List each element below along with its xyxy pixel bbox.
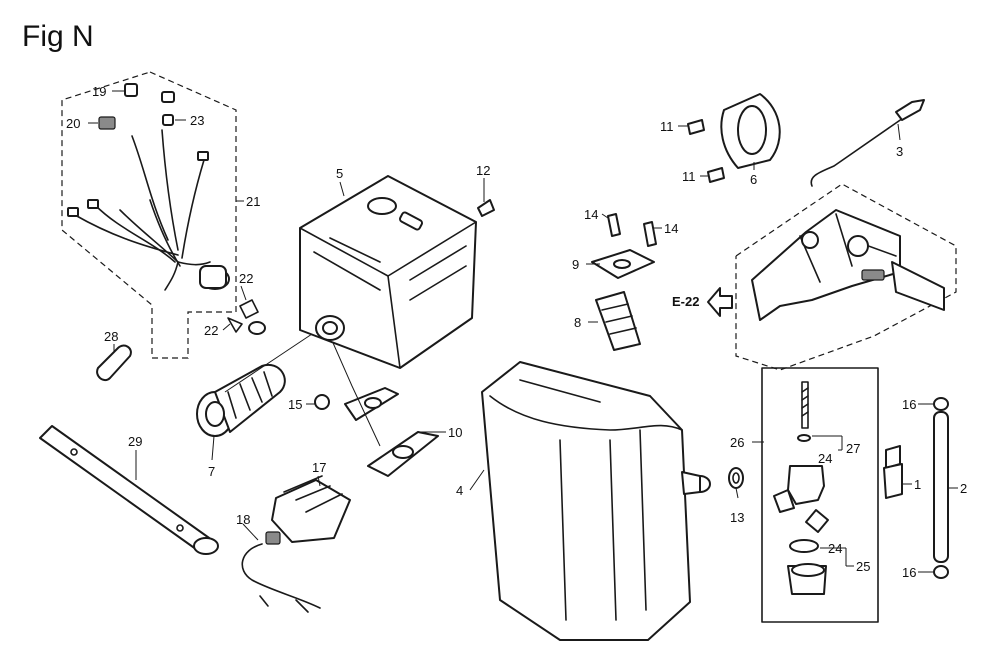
screw-14b [643, 221, 657, 247]
callout-23: 23 [190, 113, 204, 128]
callout-24-a: 24 [818, 451, 832, 466]
callout-27: 27 [846, 441, 860, 456]
rectifier [265, 475, 351, 545]
callout-16-a: 16 [902, 397, 916, 412]
clip-16b [933, 565, 949, 579]
leader-lines [88, 90, 958, 573]
e22-group-outline [735, 183, 957, 371]
callout-25: 25 [856, 559, 870, 574]
harness-group-outline [61, 71, 237, 359]
callout-11-a: 11 [660, 119, 674, 134]
callout-1: 1 [914, 477, 921, 492]
fuel-tank-upper [299, 175, 477, 369]
callout-2: 2 [960, 481, 967, 496]
figure-title: Fig N [22, 20, 94, 53]
callout-7: 7 [208, 464, 215, 479]
cap-6 [720, 93, 781, 169]
callout-18: 18 [236, 512, 250, 527]
fuel-valve-group-outline [761, 367, 879, 623]
callout-29: 29 [128, 434, 142, 449]
screw-11a [687, 119, 705, 135]
bolt-28 [96, 344, 132, 382]
washer-13-hole [732, 472, 740, 484]
clip-16a [933, 397, 949, 411]
cable-18 [241, 543, 321, 613]
callout-11-b: 11 [682, 169, 696, 184]
callout-8: 8 [574, 315, 581, 330]
nut-15 [314, 394, 330, 410]
flange-9 [591, 249, 655, 279]
control-rod [810, 99, 925, 187]
callout-3: 3 [896, 144, 903, 159]
callout-4: 4 [456, 483, 463, 498]
callout-26: 26 [730, 435, 744, 450]
callout-22-b: 22 [204, 323, 218, 338]
callout-15: 15 [288, 397, 302, 412]
assembly-line-a [329, 335, 381, 447]
fuel-tube [933, 411, 949, 563]
fuel-tank-lower [481, 361, 711, 641]
screw-11b [707, 167, 725, 183]
callout-labels: 19 20 23 21 22 22 28 29 7 15 10 17 18 5 … [66, 84, 967, 580]
callout-6: 6 [750, 172, 757, 187]
e22-reference-label: E-22 [672, 294, 699, 309]
callout-10: 10 [448, 425, 462, 440]
callout-28: 28 [104, 329, 118, 344]
assembly-line-b [224, 329, 319, 393]
callout-24-b: 24 [828, 541, 842, 556]
fuel-strainer [196, 363, 286, 437]
callout-12: 12 [476, 163, 490, 178]
callout-21: 21 [246, 194, 260, 209]
callout-16-b: 16 [902, 565, 916, 580]
gasket-a [344, 387, 399, 421]
callout-14-b: 14 [664, 221, 678, 236]
callout-9: 9 [572, 257, 579, 272]
wiring-harness [67, 83, 230, 291]
callout-22-a: 22 [239, 271, 253, 286]
callout-20: 20 [66, 116, 80, 131]
wire-clips [227, 299, 266, 335]
plug-wrench [39, 425, 219, 555]
gasket-10 [367, 431, 439, 477]
governor-bracket [751, 209, 945, 321]
callout-17: 17 [312, 460, 326, 475]
callout-19: 19 [92, 84, 106, 99]
e22-reference-arrow [707, 287, 733, 317]
callout-14-a: 14 [584, 207, 598, 222]
callout-5: 5 [336, 166, 343, 181]
bolt-12 [477, 199, 495, 217]
washer-13 [728, 467, 744, 489]
screw-14a [607, 213, 621, 237]
fuel-valve [773, 381, 829, 595]
callout-13: 13 [730, 510, 744, 525]
joint-1 [883, 445, 903, 499]
strainer-8 [595, 291, 641, 351]
